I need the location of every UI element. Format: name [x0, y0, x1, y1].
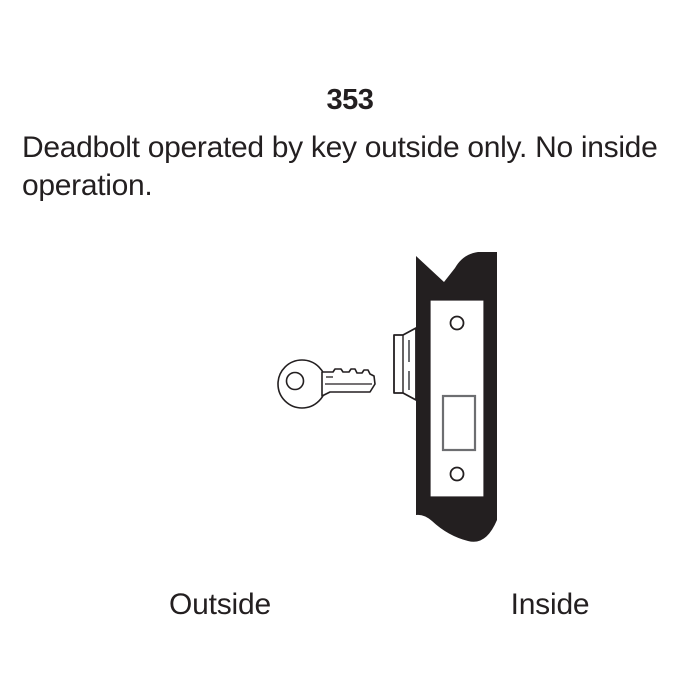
deadbolt-opening: [441, 394, 477, 452]
function-description: Deadbolt operated by key outside only. N…: [22, 131, 658, 202]
key-bow-hole: [285, 371, 305, 391]
screw-hole-bottom: [449, 466, 465, 482]
collar-flange: [393, 327, 417, 401]
screw-hole-top: [449, 315, 465, 331]
cylinder-collar: [393, 327, 417, 401]
inside-label: Inside: [510, 588, 590, 621]
function-number: 353: [326, 84, 374, 116]
key-blade: [321, 368, 376, 397]
key-icon: [277, 359, 376, 409]
outside-label: Outside: [169, 588, 271, 621]
